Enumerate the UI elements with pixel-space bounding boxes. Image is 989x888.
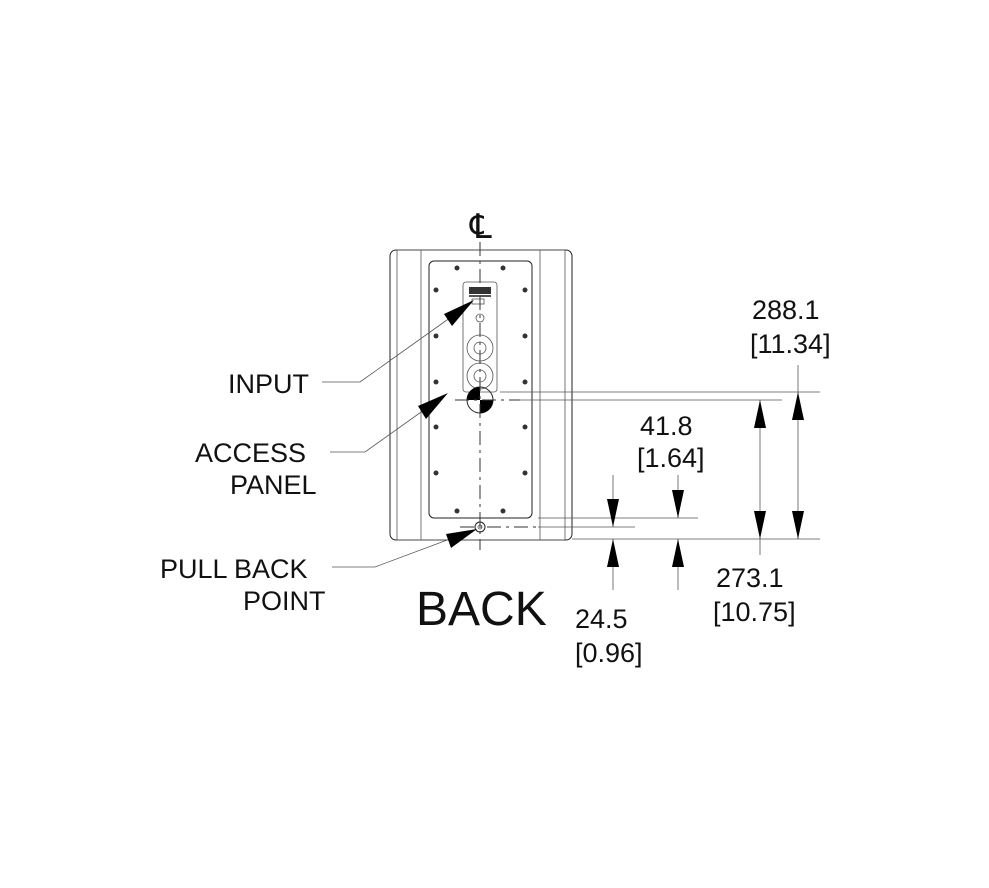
svg-text:[0.96]: [0.96]	[575, 638, 643, 668]
dimension-288: 288.1 [11.34]	[750, 295, 831, 539]
dimension-24: 24.5 [0.96]	[575, 475, 643, 668]
callout-pull-back-point: PULL BACK POINT	[160, 529, 477, 616]
dimension-41: 41.8 [1.64]	[637, 411, 705, 590]
svg-text:[10.75]: [10.75]	[713, 597, 796, 627]
callout-input: INPUT	[228, 300, 474, 399]
callout-access-panel: ACCESS PANEL	[195, 393, 448, 500]
svg-text:INPUT: INPUT	[228, 369, 309, 399]
speaker-cabinet	[389, 249, 573, 541]
dimension-273: 273.1 [10.75]	[713, 400, 796, 627]
svg-text:[11.34]: [11.34]	[750, 329, 831, 359]
svg-text:288.1: 288.1	[752, 295, 820, 325]
panel-screws	[433, 265, 528, 514]
svg-text:PULL BACK: PULL BACK	[160, 554, 308, 584]
centerline-symbol: ℄	[469, 208, 492, 246]
svg-text:ACCESS: ACCESS	[195, 438, 306, 468]
svg-text:[1.64]: [1.64]	[637, 443, 705, 473]
svg-text:273.1: 273.1	[716, 563, 784, 593]
svg-text:POINT: POINT	[243, 586, 326, 616]
svg-text:24.5: 24.5	[575, 604, 628, 634]
svg-text:41.8: 41.8	[640, 411, 693, 441]
svg-text:PANEL: PANEL	[230, 470, 317, 500]
view-title: BACK	[416, 583, 547, 636]
